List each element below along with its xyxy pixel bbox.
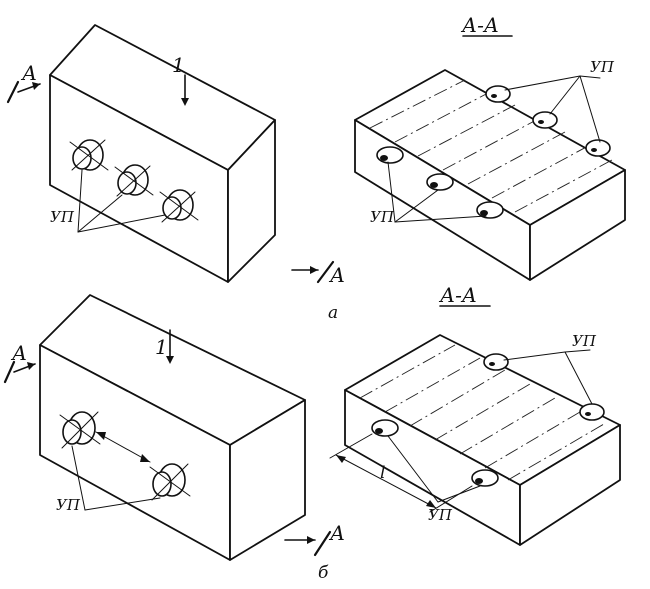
pin-tl-3: [159, 189, 199, 223]
dimension-l-label: l: [380, 463, 385, 483]
variant-label-b: б: [318, 563, 329, 583]
pin-tl-2: [114, 164, 154, 197]
up-label-bottom-left: УП: [56, 496, 81, 514]
pin-tr-front-2: [426, 173, 454, 191]
pin-tr-back-2: [532, 111, 558, 129]
pin-br-back-2: [579, 403, 605, 421]
hatching-bottom: [359, 344, 605, 481]
pin-bl-2: [149, 463, 191, 501]
section-title-top: А-А: [460, 13, 499, 37]
pin-tr-back-3: [585, 139, 611, 157]
arrow-a-label-top-left: А: [20, 61, 37, 85]
variant-label-a: а: [328, 303, 338, 323]
pin-tl-1: [69, 139, 109, 171]
pin-tr-back-1: [485, 85, 511, 103]
up-label-top-right-upper: УП: [590, 58, 615, 76]
pin-bl-1: [59, 411, 101, 449]
hatching-top: [369, 79, 613, 213]
block-bottom-left: [3, 294, 332, 561]
section-bottom-right: [329, 305, 621, 546]
arrow-a-label-bottom-left: А: [10, 341, 27, 365]
pin-br-back-1: [483, 353, 509, 371]
pin-tr-front-3: [476, 201, 504, 219]
up-label-bottom-right-lower: УП: [428, 506, 453, 524]
section-top-right: [354, 35, 626, 281]
arrow-a-label-top-right: А: [328, 263, 345, 287]
force-label-bottom: 1: [155, 335, 168, 359]
block-top-left: [6, 24, 335, 284]
force-label-top: 1: [172, 53, 185, 77]
section-title-bottom: А-А: [438, 283, 477, 307]
pin-br-front-1: [371, 419, 399, 437]
arrow-a-label-bottom-right: А: [328, 521, 345, 545]
up-label-bottom-right-upper: УП: [572, 332, 597, 350]
up-label-top-right-lower: УП: [370, 208, 395, 226]
pin-br-front-2: [471, 469, 499, 487]
up-label-top-left: УП: [50, 208, 75, 226]
pin-tr-front-1: [376, 146, 404, 164]
